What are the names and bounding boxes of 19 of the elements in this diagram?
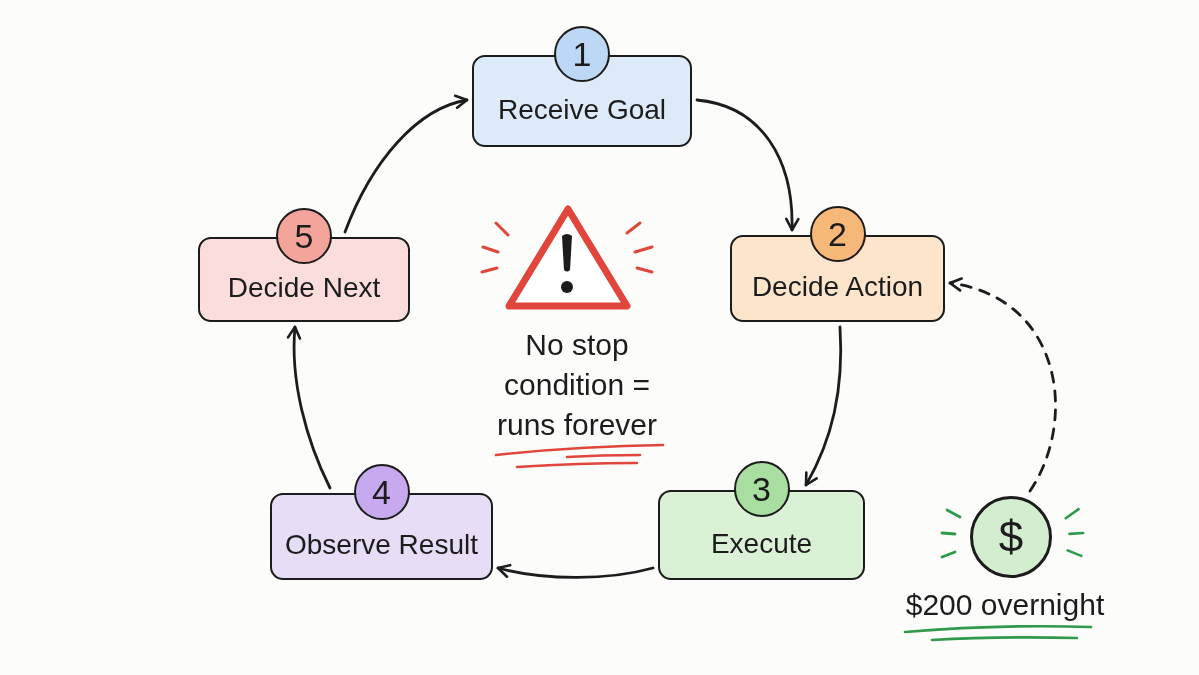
warning-note: No stop condition = runs forever [495,327,659,443]
step-number: 4 [353,464,410,520]
dashed-arrow [948,278,1057,493]
step-number: 2 [809,206,866,262]
step-label: Execute [710,527,813,561]
arrow [496,563,655,579]
arrow [343,95,469,234]
dollar-coin: $ [970,496,1052,578]
step-number: 5 [276,208,332,264]
step-label: Decide Next [227,272,381,305]
arrow [804,325,843,487]
step-label: Observe Result [285,529,478,562]
arrow [287,325,332,490]
cost-note: $200 overnight [904,587,1106,623]
step-number: 1 [554,26,610,82]
step-label: Receive Goal [497,93,667,127]
step-number: 3 [733,461,790,517]
step-label: Decide Action [751,271,924,304]
arrow [695,98,800,232]
